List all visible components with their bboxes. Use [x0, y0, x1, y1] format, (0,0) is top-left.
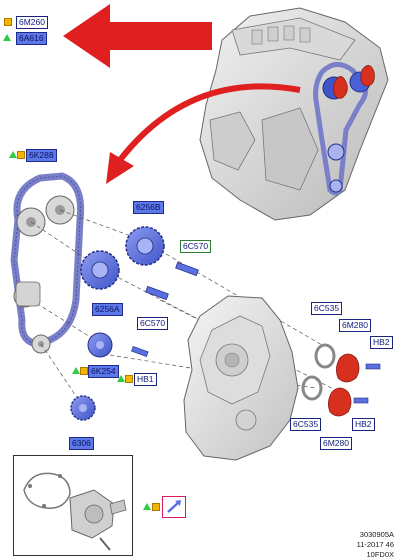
triangle-marker-icon [72, 367, 80, 374]
red-pointer-arrow [63, 4, 212, 68]
triangle-marker-icon [143, 503, 151, 510]
square-marker-icon [80, 367, 88, 375]
part-label-hb2-lower[interactable]: HB2 [352, 418, 375, 431]
square-marker-icon [17, 151, 25, 159]
part-label-6c535-upper[interactable]: 6C535 [311, 302, 343, 315]
belt-idler [15, 281, 41, 307]
part-label-6c570-upper[interactable]: 6C570 [180, 240, 212, 253]
square-marker-icon [4, 18, 12, 26]
square-marker-icon [152, 503, 160, 511]
timing-cover [183, 295, 299, 461]
part-label-6m280-upper[interactable]: 6M280 [339, 319, 371, 332]
part-label-6m280-lower[interactable]: 6M280 [320, 437, 352, 450]
pencil-arrow-icon[interactable] [162, 496, 186, 518]
part-label-6306[interactable]: 6306 [69, 437, 94, 450]
part-label-6m260[interactable]: 6M260 [16, 16, 48, 29]
belt-tensioner [87, 332, 149, 358]
gear-bolts [145, 261, 199, 301]
cam-phasers [328, 353, 381, 417]
part-label-6k288[interactable]: 6K288 [26, 149, 57, 162]
triangle-marker-icon [9, 151, 17, 158]
part-label-hb1[interactable]: HB1 [134, 373, 157, 386]
engine-block [199, 7, 389, 221]
water-pump-drawing [23, 472, 127, 551]
part-label-6c570-lower[interactable]: 6C570 [137, 317, 169, 330]
camshaft-gear-intake [80, 250, 120, 290]
square-marker-icon [125, 375, 133, 383]
part-label-6256a[interactable]: 6256A [92, 303, 123, 316]
red-curved-arrow [106, 83, 301, 184]
timing-belt [10, 172, 85, 348]
footer-line-3: 10FD0X [366, 550, 394, 559]
part-label-6a616[interactable]: 6A616 [16, 32, 47, 45]
part-label-6k254[interactable]: 6K254 [88, 365, 119, 378]
footer-line-1: 3030905A [359, 530, 394, 539]
camshaft-gear-exhaust [125, 226, 165, 266]
part-label-hb2-upper[interactable]: HB2 [370, 336, 393, 349]
crankshaft-sprocket [70, 395, 96, 421]
triangle-marker-icon [117, 375, 125, 382]
triangle-marker-icon [3, 34, 11, 41]
part-label-6256b[interactable]: 6256B [133, 201, 164, 214]
oil-seals [301, 343, 336, 401]
part-label-6c535-lower[interactable]: 6C535 [290, 418, 322, 431]
water-pump-inset [13, 455, 133, 556]
footer-line-2: 11-2017 46 [356, 540, 394, 549]
